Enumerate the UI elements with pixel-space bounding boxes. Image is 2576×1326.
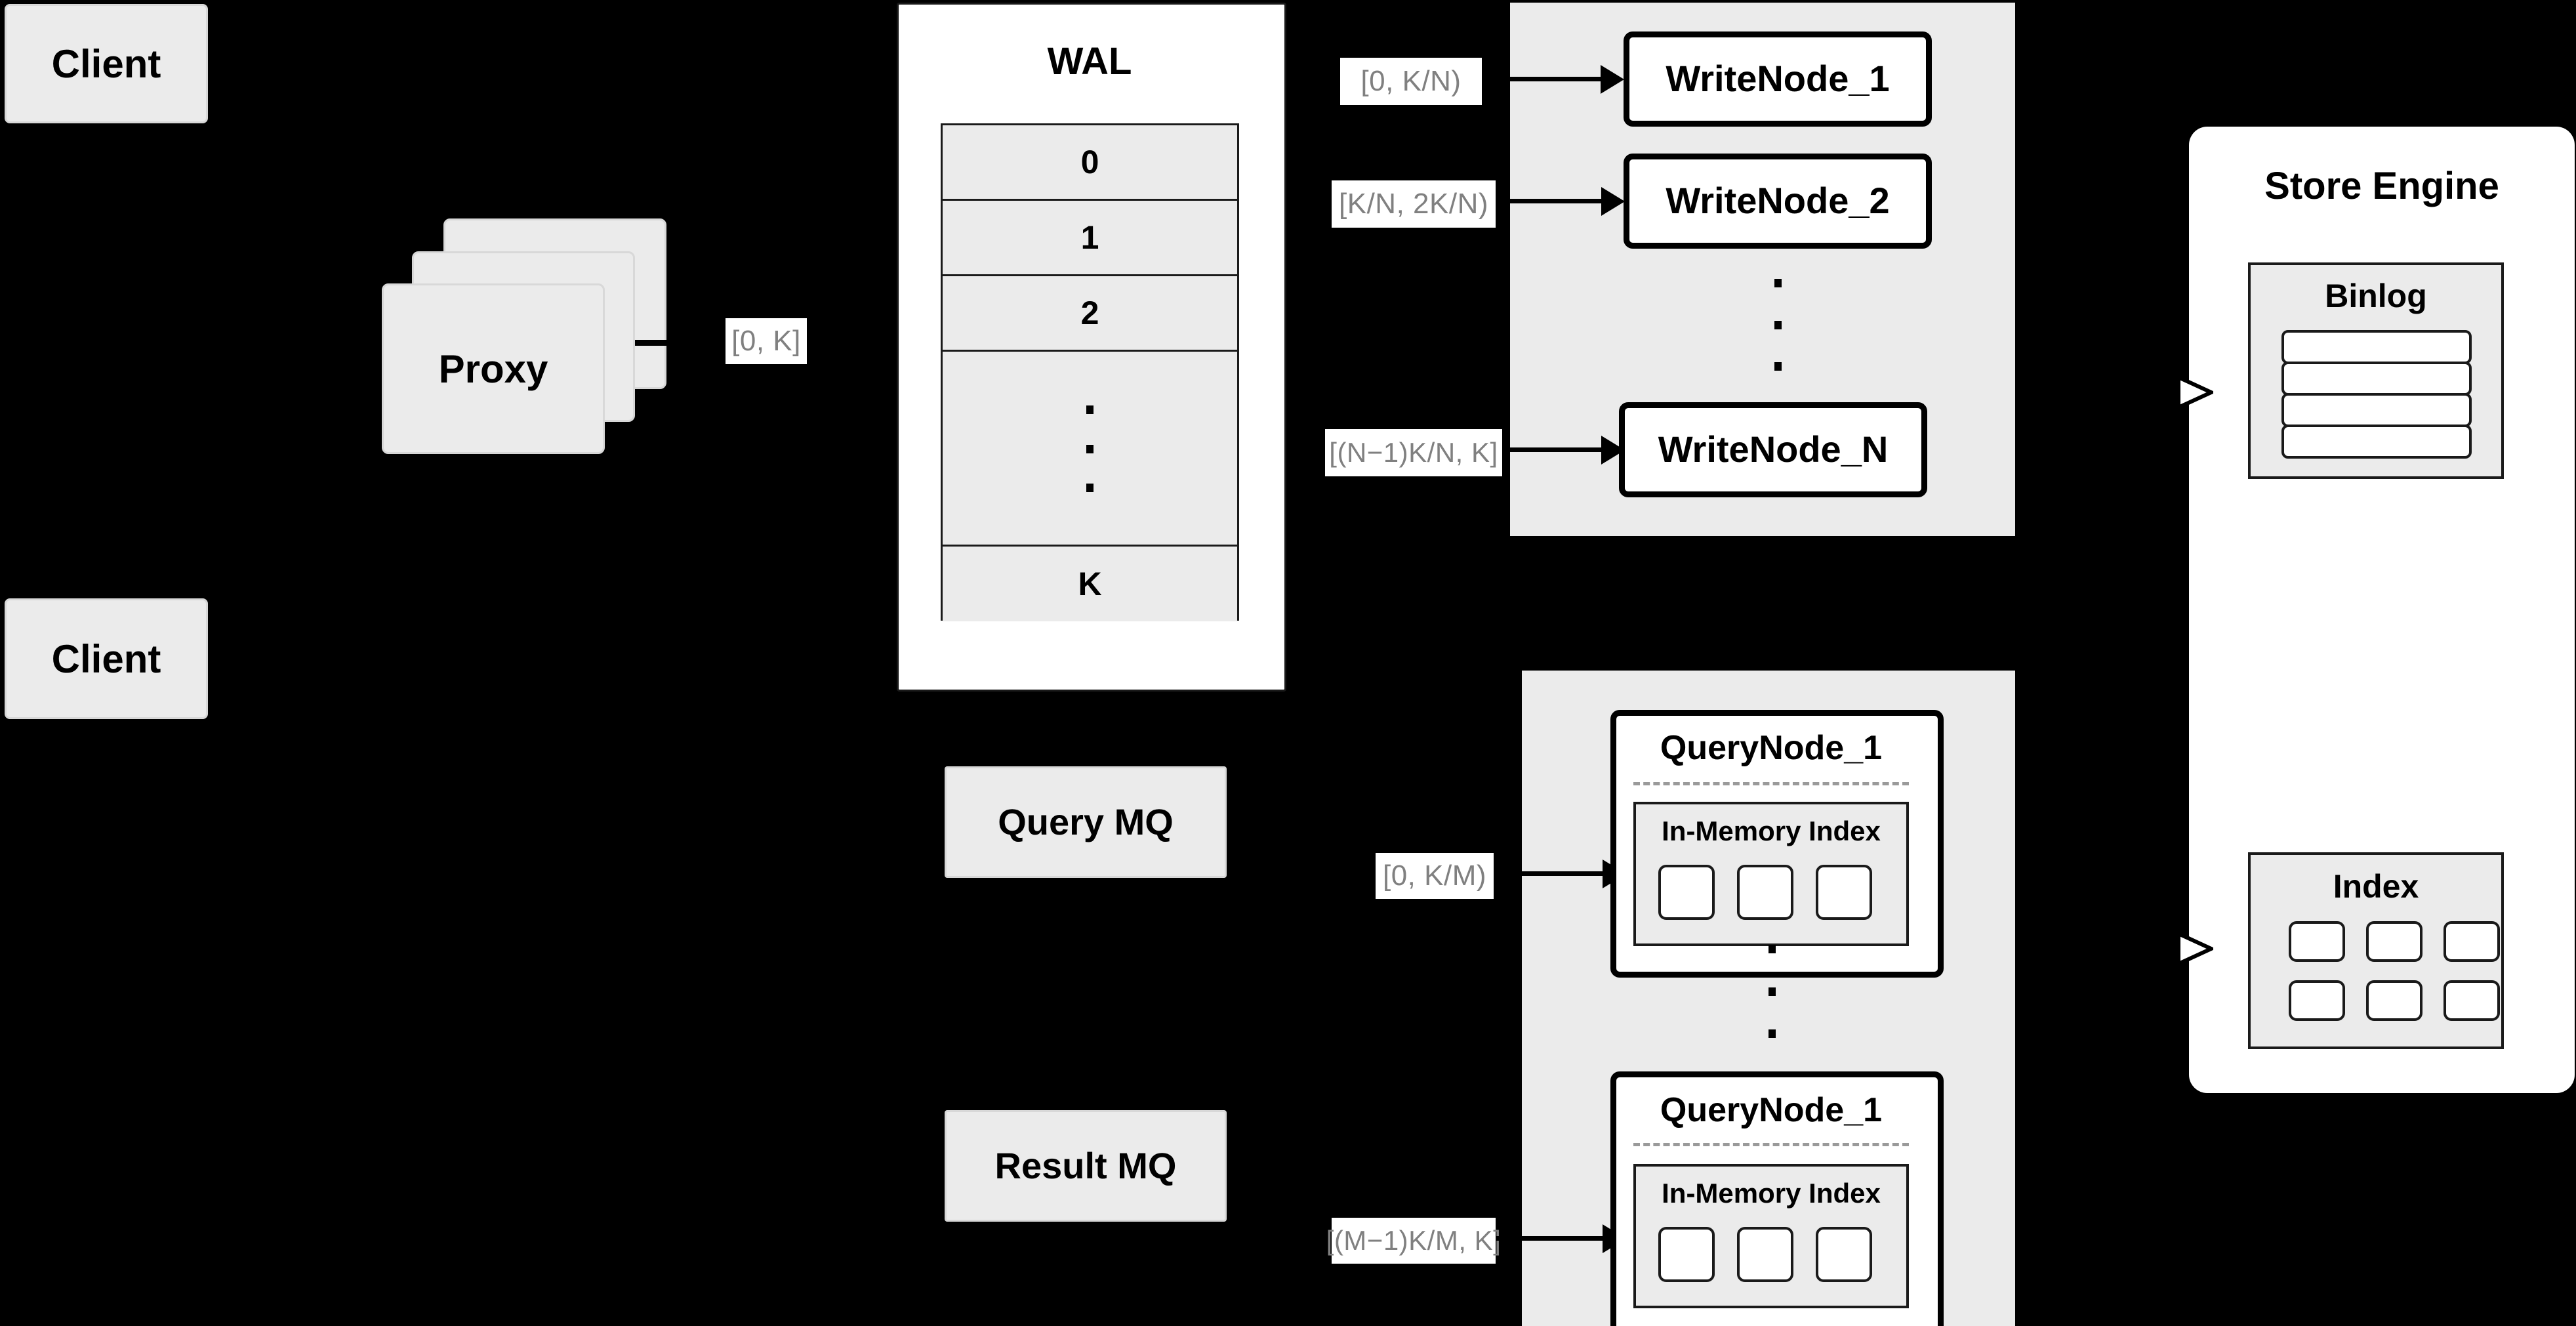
wal-row-0: 0 [943,125,1237,201]
query-node-vertical-ellipsis-icon [1768,945,1776,1038]
result-mq-label: Result MQ [994,1144,1177,1186]
arrow-line-writenode-1 [1482,77,1606,81]
write-node-2-label: WriteNode_2 [1666,180,1890,222]
query-node-m-index-cell-3 [1816,1227,1872,1282]
wal-vertical-ellipsis-icon [1086,405,1094,492]
binlog-row-2 [2281,362,2472,396]
proxy-label: Proxy [438,346,548,391]
index-inbound-arrow-head-icon [2177,932,2213,966]
client-box-2: Client [5,598,208,719]
write-node-n: WriteNode_N [1619,402,1927,497]
proxy-to-wal-connector [635,340,673,346]
arrow-head-writenode-2 [1601,187,1625,216]
query-node-1-index-cell-2 [1737,865,1793,920]
store-engine-title: Store Engine [2264,165,2499,207]
wal-row-1: 1 [943,201,1237,276]
wal-row-k: K [943,547,1237,621]
write-node-1: WriteNode_1 [1624,31,1932,127]
edge-label-writenode-1: [0, K/N) [1340,58,1482,105]
query-node-1-index-cell-1 [1658,865,1715,920]
proxy-box: Proxy [382,283,605,454]
query-node-1-index-cell-3 [1816,865,1872,920]
binlog-inbound-line [2145,390,2184,393]
index-cell-1 [2289,921,2345,962]
client-label-2: Client [51,636,161,681]
arrow-head-writenode-1 [1601,65,1624,94]
edge-label-writenode-2: [K/N, 2K/N) [1332,180,1496,228]
result-mq-box: Result MQ [945,1110,1227,1222]
wal-table: 0 1 2 K [941,123,1239,621]
wal-row-ellipsis [943,352,1237,547]
binlog-label: Binlog [2325,278,2427,314]
write-node-n-label: WriteNode_N [1658,428,1889,470]
wal-row-2: 2 [943,276,1237,352]
query-node-1-label: QueryNode_1 [1660,729,1883,767]
arrow-line-writenode-2 [1496,199,1607,203]
query-node-1-in-memory-index-label: In-Memory Index [1662,816,1881,846]
edge-label-querynode-1: [0, K/M) [1376,853,1494,899]
client-label-1: Client [51,41,161,86]
index-cell-3 [2443,921,2500,962]
arrow-line-writenode-n [1502,447,1607,452]
client-box-1: Client [5,4,208,123]
arrow-line-querynode-m [1496,1236,1608,1241]
arrow-line-querynode-1 [1494,871,1608,876]
index-cell-4 [2289,980,2345,1021]
query-node-m-index-cell-2 [1737,1227,1793,1282]
index-label: Index [2333,868,2419,905]
index-inbound-line [2145,946,2184,949]
index-cell-2 [2366,921,2423,962]
binlog-row-3 [2281,393,2472,427]
binlog-row-1 [2281,330,2472,364]
write-node-1-label: WriteNode_1 [1666,58,1890,100]
binlog-inbound-arrow-head-icon [2177,375,2213,409]
wal-title: WAL [1047,40,1132,83]
write-node-vertical-ellipsis-icon [1774,279,1782,371]
edge-label-querynode-m: [(M−1)K/M, K] [1326,1218,1501,1264]
query-mq-label: Query MQ [998,800,1174,842]
write-node-2: WriteNode_2 [1624,154,1932,249]
query-node-m-label: QueryNode_1 [1660,1091,1883,1129]
index-cell-5 [2366,980,2423,1021]
query-node-m-index-cell-1 [1658,1227,1715,1282]
query-mq-box: Query MQ [945,766,1227,878]
edge-label-writenode-n: [(N−1)K/N, K] [1325,429,1502,476]
query-node-m-in-memory-index-label: In-Memory Index [1662,1178,1881,1209]
binlog-row-4 [2281,425,2472,459]
edge-label-proxy-to-wal: [0, K] [726,318,807,364]
index-cell-6 [2443,980,2500,1021]
query-node-1-divider [1633,782,1909,785]
query-node-m-divider [1633,1143,1909,1146]
